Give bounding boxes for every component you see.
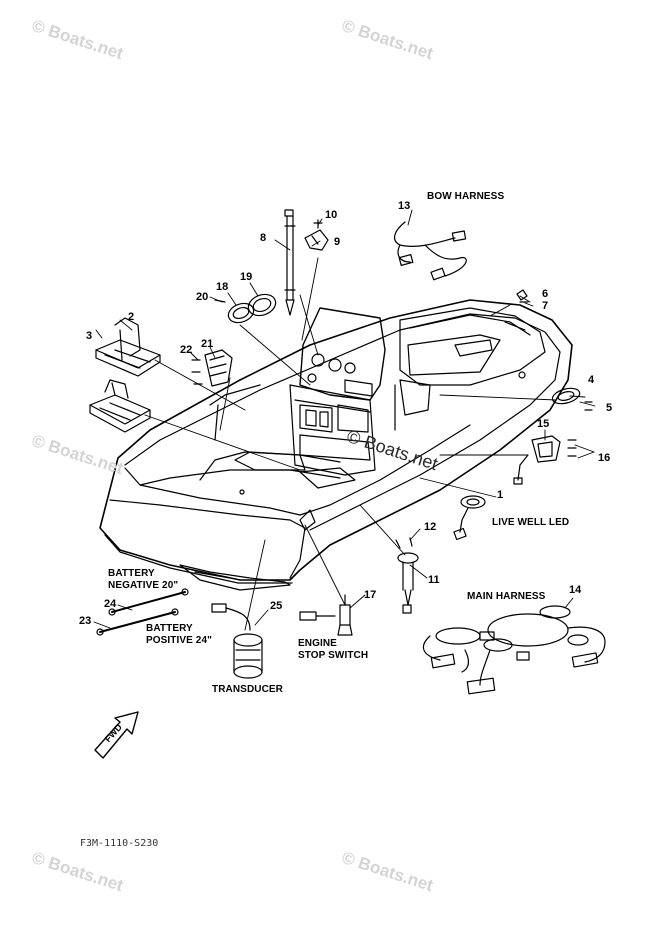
callout-2: 2 xyxy=(128,311,135,323)
screws-part-5 xyxy=(584,401,593,411)
main-harness-label: MAIN HARNESS xyxy=(467,591,546,602)
callout-21: 21 xyxy=(201,338,214,350)
engine-stop-label-1: ENGINE xyxy=(298,638,337,649)
battery-positive-label-2: POSITIVE 24" xyxy=(146,635,212,646)
callout-14: 14 xyxy=(569,584,582,596)
battery-cable-negative-part-24 xyxy=(108,588,189,616)
screws-part-12 xyxy=(395,537,413,549)
switch-panel-part-15 xyxy=(513,435,561,485)
engine-stop-switch-part-17 xyxy=(299,594,353,636)
callout-23: 23 xyxy=(79,615,92,627)
callout-4: 4 xyxy=(588,374,595,386)
callout-11: 11 xyxy=(428,574,440,586)
callout-22: 22 xyxy=(180,344,193,356)
callout-19: 19 xyxy=(240,271,253,283)
engine-stop-label-2: STOP SWITCH xyxy=(298,650,369,661)
battery-tray-part-3 xyxy=(89,339,161,433)
rod-part-8 xyxy=(284,209,296,316)
live-well-led-part-1 xyxy=(453,495,486,541)
bezel-part-19 xyxy=(247,293,277,317)
callout-6: 6 xyxy=(542,288,549,300)
callout-8: 8 xyxy=(260,232,267,244)
fwd-arrow xyxy=(94,711,139,759)
callout-9: 9 xyxy=(334,236,341,248)
callout-15: 15 xyxy=(537,418,550,430)
callout-10: 10 xyxy=(325,209,338,221)
battery-cable-positive-part-23 xyxy=(96,608,179,636)
transducer-label: TRANSDUCER xyxy=(212,684,283,695)
callout-16: 16 xyxy=(598,452,611,464)
callout-20: 20 xyxy=(196,291,209,303)
switch-block-part-21 xyxy=(204,349,233,387)
callout-5: 5 xyxy=(606,402,613,414)
callout-18: 18 xyxy=(216,281,229,293)
battery-positive-label-1: BATTERY xyxy=(146,623,193,634)
callout-13: 13 xyxy=(398,200,411,212)
callout-24: 24 xyxy=(104,598,117,610)
screws-part-22 xyxy=(191,359,203,385)
callout-12: 12 xyxy=(424,521,437,533)
main-harness-part-14 xyxy=(422,605,606,695)
transducer-part-25 xyxy=(211,603,263,679)
screw-part-20 xyxy=(214,299,226,303)
callout-7: 7 xyxy=(542,300,549,312)
callout-3: 3 xyxy=(86,330,93,342)
screw-part-10 xyxy=(313,219,323,229)
bow-harness-label: BOW HARNESS xyxy=(427,191,505,202)
live-well-led-label: LIVE WELL LED xyxy=(492,517,570,528)
fitting-part-11 xyxy=(397,552,419,614)
bow-harness-part-13 xyxy=(393,221,467,281)
callout-1: 1 xyxy=(497,489,504,501)
battery-strap-part-2 xyxy=(114,317,141,361)
clip-part-9 xyxy=(304,229,329,251)
callout-17: 17 xyxy=(364,589,377,601)
screws-part-16 xyxy=(567,439,577,457)
boat-hull xyxy=(99,299,573,591)
callout-25: 25 xyxy=(270,600,283,612)
diagram-code: F3M-1110-S230 xyxy=(80,838,159,849)
battery-negative-label-2: NEGATIVE 20" xyxy=(108,580,179,591)
courtesy-light-part-4 xyxy=(551,387,581,405)
bracket-part-6 xyxy=(516,289,528,301)
battery-negative-label-1: BATTERY xyxy=(108,568,155,579)
